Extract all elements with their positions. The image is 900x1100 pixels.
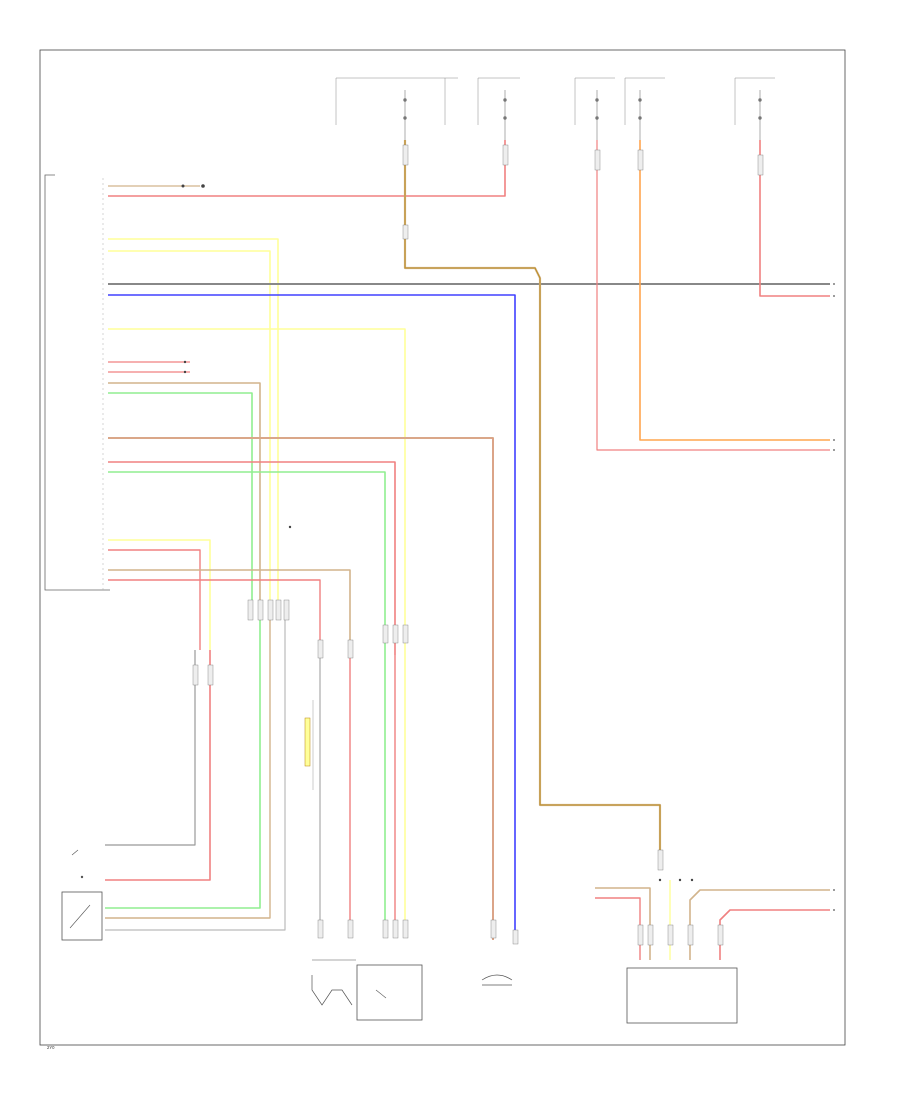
wire-red-right: [759, 140, 830, 297]
wire-red-top: [108, 140, 506, 197]
wire-sensor-green-a: [105, 600, 261, 909]
wire-sensor-red-a: [105, 650, 211, 881]
wire-red-5: [108, 579, 321, 655]
wire-red-4: [108, 549, 201, 650]
lower-left-sensor: [61, 849, 103, 941]
wire-brown-main-inner: [404, 140, 661, 870]
small-sensor: [481, 974, 513, 986]
wire-yellow-1: [108, 238, 279, 600]
wire-sensor-gray-b: [105, 600, 286, 931]
wire-rl-tan: [595, 887, 651, 960]
wire-sensor-gray-a: [105, 650, 196, 846]
wire-yellow-2: [108, 250, 271, 600]
wire-green-1: [108, 392, 253, 600]
splice-points: [181, 184, 694, 882]
page-border: [39, 49, 846, 1046]
wire-yellow-4: [108, 539, 211, 650]
wire-red-597: [596, 140, 830, 451]
lower-middle-sensor: [311, 959, 423, 1021]
wire-rl-right-a: [689, 889, 830, 960]
footer-code: 2Y0: [47, 1045, 55, 1050]
lower-right-module: [626, 967, 738, 1024]
wire-sensor-tan-a: [105, 600, 271, 919]
wire-brown-2: [108, 437, 494, 940]
wire-brown-main: [403, 140, 662, 870]
wire-rl-red: [595, 897, 641, 960]
connector-stubs: [192, 144, 764, 946]
wires: [105, 140, 830, 960]
fuse-symbols: [403, 90, 762, 140]
fuse-box-labels: [335, 77, 775, 125]
wire-rl-right-b: [719, 909, 830, 960]
wire-blue: [108, 294, 516, 940]
wire-green-2: [108, 471, 386, 655]
wire-tan-3: [108, 569, 351, 655]
wire-red-3: [108, 461, 396, 655]
wire-tan-1: [108, 382, 261, 600]
wire-yellow-3: [108, 328, 406, 655]
wire-orange: [639, 140, 830, 441]
control-module: [44, 174, 110, 591]
wire-brown-2b: [108, 437, 494, 940]
resistor-component: [304, 717, 311, 767]
wire-end-markers: [833, 283, 835, 911]
